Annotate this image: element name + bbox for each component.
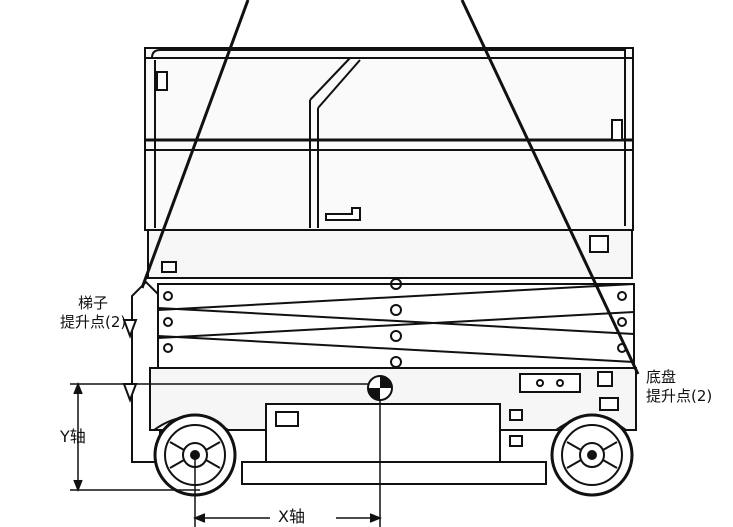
chassis-lift-point-label: 底盘 提升点(2) bbox=[646, 368, 712, 406]
y-axis-label: Y轴 bbox=[60, 427, 86, 446]
lifting-slings bbox=[140, 0, 640, 375]
ladder-lift-point-line2: 提升点(2) bbox=[60, 313, 127, 331]
center-of-gravity-icon bbox=[367, 375, 393, 401]
chassis-lift-point-line2: 提升点(2) bbox=[646, 387, 713, 405]
guard-rails bbox=[144, 47, 634, 231]
rear-wheel bbox=[550, 413, 634, 497]
chassis bbox=[149, 367, 637, 485]
ladder-lift-point-label: 梯子 提升点(2) bbox=[60, 294, 126, 332]
scissor-stack bbox=[157, 278, 635, 369]
ladder-lift-point-line1: 梯子 bbox=[78, 294, 109, 312]
y-axis-dimension bbox=[70, 381, 380, 493]
x-axis-dimension bbox=[192, 384, 383, 527]
chassis-lift-point-line1: 底盘 bbox=[646, 368, 677, 386]
x-axis-label: X轴 bbox=[278, 507, 305, 526]
platform-deck bbox=[147, 229, 633, 279]
